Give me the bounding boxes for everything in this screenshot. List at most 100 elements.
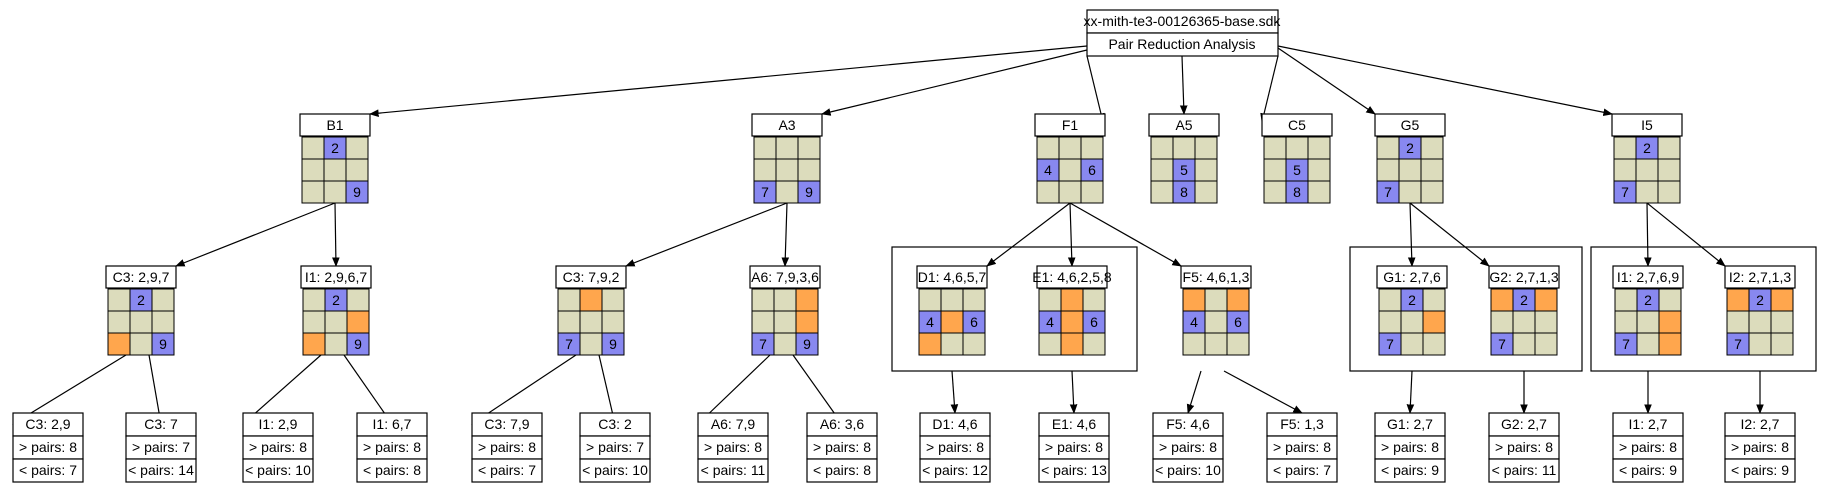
- level1-node-6-digit-0-1: 2: [1643, 140, 1651, 156]
- level2-node-5-digit-1-0: 4: [1046, 314, 1054, 330]
- level2-node-9-label: I1: 2,7,6,9: [1617, 269, 1679, 285]
- level3-node-6-more: > pairs: 8: [704, 439, 762, 455]
- level3-node-11-label: F5: 1,3: [1280, 416, 1324, 432]
- level2-node-6-cell-2-2: [1226, 332, 1250, 356]
- level2-node-1-cell-2-1: [324, 332, 348, 356]
- level1-node-5-cell-1-1: [1398, 158, 1422, 182]
- root-subtitle: Pair Reduction Analysis: [1108, 36, 1255, 52]
- edge-root-to-l1-3: [1179, 55, 1188, 115]
- level3-node-13-label: G2: 2,7: [1501, 416, 1547, 432]
- level1-node-1-cell-0-2: [797, 136, 821, 160]
- level3-node-0-more: > pairs: 8: [19, 439, 77, 455]
- level2-node-5-digit-1-2: 6: [1090, 314, 1098, 330]
- level3-node-0-label: C3: 2,9: [25, 416, 70, 432]
- level2-node-10-label: I2: 2,7,1,3: [1729, 269, 1791, 285]
- level2-node-7-digit-2-0: 7: [1386, 336, 1394, 352]
- level1-node-0-cell-0-2: [345, 136, 369, 160]
- level1-node-5-cell-1-0: [1376, 158, 1400, 182]
- level1-node-1-digit-2-2: 9: [805, 184, 813, 200]
- level2-node-8-cell-0-2: [1534, 288, 1558, 312]
- group-box-f1: [891, 246, 1138, 372]
- level2-node-4-digit-1-2: 6: [970, 314, 978, 330]
- level2-node-4-cell-2-1: [940, 332, 964, 356]
- level2-node-3-cell-0-0: [751, 288, 775, 312]
- level2-node-5-cell-0-0: [1038, 288, 1062, 312]
- level1-node-0-digit-0-1: 2: [331, 140, 339, 156]
- level1-node-0-cell-1-1: [323, 158, 347, 182]
- level2-node-5-cell-2-1: [1060, 332, 1084, 356]
- level1-node-6-cell-0-2: [1657, 136, 1681, 160]
- edge-root-to-l1-6: [1277, 45, 1613, 117]
- level3-node-5-less-box: [579, 458, 651, 483]
- level2-node-1-cell-2-2: [346, 332, 370, 356]
- level2-node-3-digit-2-2: 9: [803, 336, 811, 352]
- edge-root-to-l1-0: [369, 45, 1088, 118]
- level2-node-10-cell-1-0: [1726, 310, 1750, 334]
- level2-node-8-digit-0-1: 2: [1520, 292, 1528, 308]
- level1-node-2-label: F1: [1062, 117, 1079, 133]
- level2-node-4-cell-1-1: [940, 310, 964, 334]
- level3-node-8-less: < pairs: 12: [922, 462, 988, 478]
- level1-node-4-cell-1-2: [1307, 158, 1331, 182]
- level1-node-2-cell-0-1: [1058, 136, 1082, 160]
- edge-l2-to-l3-11: [1223, 370, 1303, 414]
- level3-node-12-label: G1: 2,7: [1387, 416, 1433, 432]
- level3-node-4: C3: 7,9> pairs: 8< pairs: 7: [471, 412, 543, 483]
- level2-node-7-cell-1-0: [1378, 310, 1402, 334]
- level2-node-5-cell-2-2: [1082, 332, 1106, 356]
- level2-node-0-cell-1-2: [151, 310, 175, 334]
- level3-node-9-more: > pairs: 8: [1045, 439, 1103, 455]
- level2-node-1-label-box: [300, 265, 372, 289]
- level2-node-1-cell-1-2: [346, 310, 370, 334]
- edge-l2-to-l3-10: [1186, 370, 1202, 414]
- level1-node-4-cell-0-2: [1307, 136, 1331, 160]
- level2-node-10-cell-0-0: [1726, 288, 1750, 312]
- level2-node-4-cell-2-0: [918, 332, 942, 356]
- edge-l1-to-l2-8: [1409, 202, 1490, 267]
- level3-node-9-less: < pairs: 13: [1041, 462, 1107, 478]
- level3-node-12-more: > pairs: 8: [1381, 439, 1439, 455]
- level2-node-6-label-box: [1180, 265, 1252, 289]
- level3-node-1-label: C3: 7: [144, 416, 178, 432]
- level2-node-2-cell-1-2: [601, 310, 625, 334]
- level3-node-10: F5: 4,6> pairs: 8< pairs: 10: [1152, 412, 1224, 483]
- level3-node-11-less: < pairs: 7: [1273, 462, 1331, 478]
- level2-node-0-cell-2-1: [129, 332, 153, 356]
- level2-node-7-cell-2-2: [1422, 332, 1446, 356]
- level1-node-3-cell-1-2: [1194, 158, 1218, 182]
- level2-node-3-cell-1-2: [795, 310, 819, 334]
- level3-node-4-label: C3: 7,9: [484, 416, 529, 432]
- level2-node-3-digit-2-0: 7: [759, 336, 767, 352]
- level3-node-13-more: > pairs: 8: [1495, 439, 1553, 455]
- level2-node-5-cell-0-1: [1060, 288, 1084, 312]
- level1-node-2-cell-0-0: [1036, 136, 1060, 160]
- root-title: xx-mith-te3-00126365-base.sdk: [1084, 13, 1282, 29]
- level2-node-7-cell-0-2: [1422, 288, 1446, 312]
- level1-node-1-cell-2-2: [797, 180, 821, 204]
- level2-node-5-cell-1-1: [1060, 310, 1084, 334]
- level2-node-1-cell-1-1: [324, 310, 348, 334]
- level2-node-10-digit-0-1: 2: [1756, 292, 1764, 308]
- level1-node-5-cell-0-0: [1376, 136, 1400, 160]
- level1-node-5-label: G5: [1401, 117, 1420, 133]
- level1-node-1-digit-2-0: 7: [761, 184, 769, 200]
- level2-node-6-digit-1-2: 6: [1234, 314, 1242, 330]
- level2-node-5-label: E1: 4,6,2,5,8: [1032, 269, 1112, 285]
- level2-node-2-cell-1-0: [557, 310, 581, 334]
- level1-node-6-digit-2-0: 7: [1621, 184, 1629, 200]
- level1-node-1-cell-1-2: [797, 158, 821, 182]
- level1-node-3-cell-1-0: [1150, 158, 1174, 182]
- level3-node-3-less: < pairs: 8: [363, 462, 421, 478]
- level2-node-7-cell-2-1: [1400, 332, 1424, 356]
- level2-node-10-cell-1-1: [1748, 310, 1772, 334]
- level1-node-2-digit-1-2: 6: [1088, 162, 1096, 178]
- level3-node-9-less-box: [1038, 458, 1110, 483]
- level1-node-5-digit-2-0: 7: [1384, 184, 1392, 200]
